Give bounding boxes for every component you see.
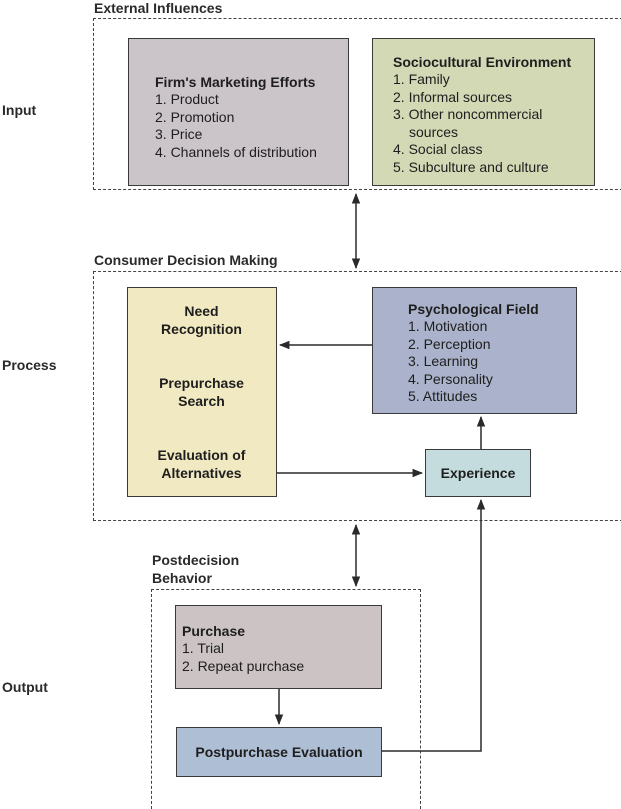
need-recognition-line: Need (184, 303, 219, 319)
sociocultural-item: 5. Subculture and culture (393, 158, 549, 175)
psych-item: 1. Motivation (408, 318, 488, 334)
stage-label-output: Output (2, 679, 48, 695)
section-title-line: Behavior (152, 570, 212, 586)
section-title-external-influences: External Influences (94, 0, 223, 16)
section-title-postdecision-behavior: Postdecision Behavior (152, 551, 239, 587)
experience-label: Experience (440, 465, 516, 481)
psych-item: 3. Learning (408, 353, 479, 369)
prepurchase-search-line: Prepurchase (159, 375, 244, 391)
sociocultural-item-continued: sources (409, 123, 459, 140)
firm-item: 2. Promotion (155, 108, 235, 125)
sociocultural-title: Sociocultural Environment (393, 54, 572, 70)
prepurchase-search: Prepurchase Search (128, 374, 275, 410)
sociocultural-item: 3. Other noncommercial (393, 106, 543, 122)
postdecision-container (151, 589, 421, 809)
experience-box: Experience (425, 449, 531, 497)
need-recognition: Need Recognition (128, 302, 275, 338)
firm-marketing-efforts-box: Firm's Marketing Efforts 1. Product 2. P… (128, 38, 349, 186)
postpurchase-evaluation-label: Postpurchase Evaluation (195, 744, 363, 760)
evaluation-of-alternatives: Evaluation of Alternatives (128, 446, 275, 482)
arrow-postpurchase-to-experience (382, 498, 486, 752)
consumer-decision-container (93, 271, 621, 521)
evaluation-line: Evaluation of (157, 447, 246, 463)
prepurchase-search-line: Search (178, 393, 225, 409)
evaluation-line: Alternatives (161, 465, 242, 481)
sociocultural-item: 4. Social class (393, 141, 483, 157)
psych-item: 5. Attitudes (408, 388, 478, 404)
psychological-field-box: Psychological Field 1. Motivation 2. Per… (372, 287, 577, 414)
sociocultural-environment-box: Sociocultural Environment 1. Family 2. I… (372, 38, 595, 186)
psych-item: 4. Personality (408, 370, 493, 387)
purchase-box: Purchase 1. Trial 2. Repeat purchase (175, 605, 382, 689)
section-title-consumer-decision-making: Consumer Decision Making (94, 252, 278, 268)
sociocultural-item: 1. Family (393, 71, 450, 87)
firm-item: 3. Price (155, 126, 203, 142)
section-title-line: Postdecision (152, 552, 240, 568)
sociocultural-item: 2. Informal sources (393, 88, 513, 105)
external-influences-container (93, 18, 621, 190)
firm-marketing-title: Firm's Marketing Efforts (155, 74, 316, 90)
decision-steps-box: Need Recognition Prepurchase Search Eval… (127, 287, 277, 497)
purchase-item: 1. Trial (182, 640, 225, 656)
psych-item: 2. Perception (408, 335, 491, 352)
stage-label-process: Process (2, 357, 57, 373)
postpurchase-evaluation-box: Postpurchase Evaluation (176, 727, 382, 777)
purchase-title: Purchase (182, 623, 246, 639)
psychological-field-title: Psychological Field (408, 301, 539, 317)
stage-label-input: Input (2, 102, 37, 118)
firm-item: 1. Product (155, 91, 219, 107)
purchase-item: 2. Repeat purchase (182, 657, 305, 674)
need-recognition-line: Recognition (161, 321, 242, 337)
firm-item: 4. Channels of distribution (155, 143, 317, 160)
